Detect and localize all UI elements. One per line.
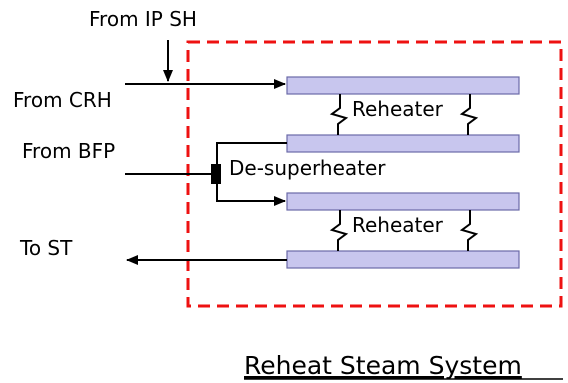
lower-reheater-right-zigzag xyxy=(459,210,479,251)
label-upper-reheater: Reheater xyxy=(352,97,444,121)
label-lower-reheater: Reheater xyxy=(352,213,444,237)
upper-reheater-bottom-tube xyxy=(286,134,520,153)
label-from-bfp: From BFP xyxy=(22,139,115,163)
desuperheater-symbol xyxy=(211,164,221,184)
desuperheater-outlet-arrow xyxy=(216,184,286,206)
reheater-to-desuperheater-pipe xyxy=(216,142,287,165)
diagram-title: Reheat Steam System xyxy=(244,351,522,380)
lower-reheater-bottom-tube xyxy=(286,250,520,269)
label-from-crh: From CRH xyxy=(13,88,112,112)
upper-reheater-top-tube xyxy=(286,76,520,95)
upper-reheater-left-zigzag xyxy=(329,94,349,135)
lower-reheater-top-tube xyxy=(286,192,520,211)
label-desuperheater: De-superheater xyxy=(229,156,386,180)
lower-reheater-left-zigzag xyxy=(329,210,349,251)
label-to-st: To ST xyxy=(19,236,73,260)
upper-reheater-right-zigzag xyxy=(459,94,479,135)
label-from-ip-sh: From IP SH xyxy=(89,7,197,31)
